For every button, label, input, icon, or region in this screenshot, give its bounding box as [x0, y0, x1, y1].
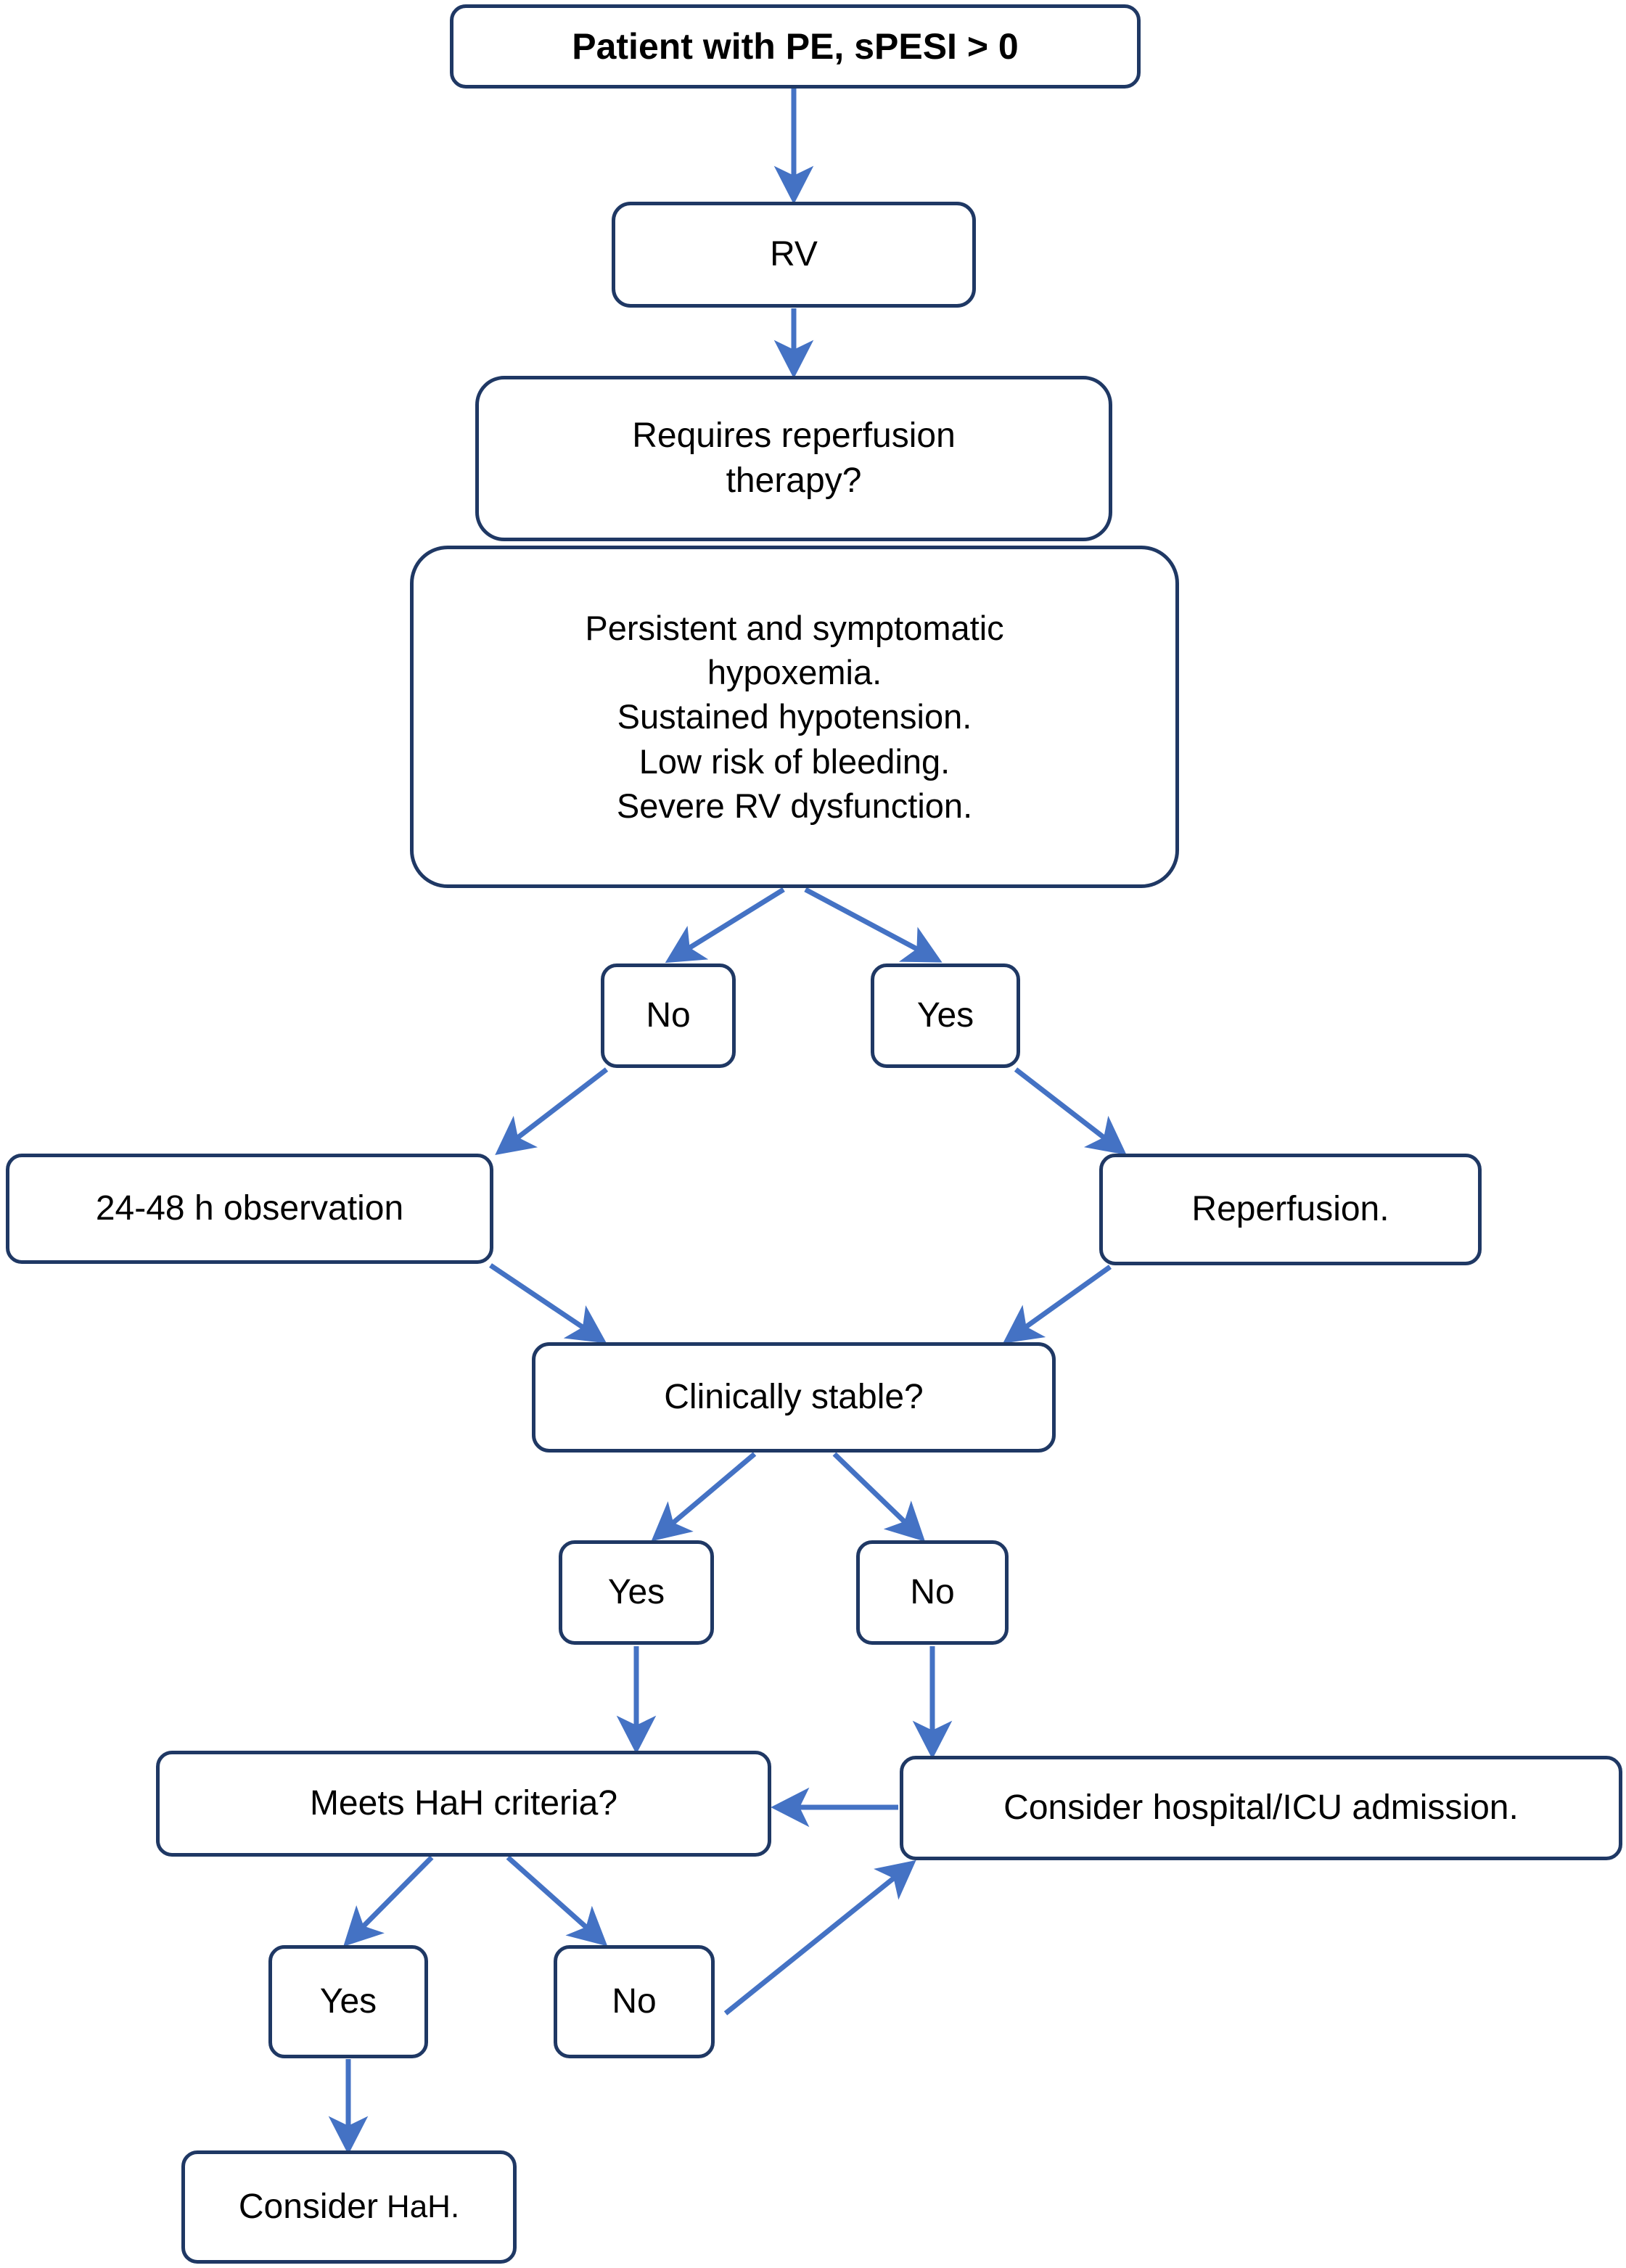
node-hah-no-label: No — [612, 1981, 657, 2021]
node-hah-criteria-label: Meets HaH criteria? — [309, 1783, 618, 1823]
node-hah-no[interactable]: No — [554, 1945, 715, 2058]
node-consider-hah-label-primary: Consider — [238, 2187, 378, 2226]
node-requires-reperfusion-line2: therapy? — [726, 461, 862, 500]
node-rv-label: RV — [770, 234, 818, 274]
node-consider-hah-label-secondary: HaH. — [386, 2189, 460, 2225]
node-hah-yes[interactable]: Yes — [268, 1945, 428, 2058]
node-reperfusion-yes[interactable]: Yes — [871, 964, 1020, 1068]
node-clinically-stable-label: Clinically stable? — [664, 1377, 924, 1416]
node-hospital-admission-label: Consider hospital/ICU admission. — [1003, 1788, 1519, 1827]
node-stable-no[interactable]: No — [856, 1540, 1009, 1645]
node-reperfusion-label: Reperfusion. — [1191, 1189, 1389, 1228]
node-clinically-stable[interactable]: Clinically stable? — [532, 1342, 1056, 1453]
node-reperfusion[interactable]: Reperfusion. — [1099, 1154, 1482, 1265]
edge-hahcriteria-to-yes — [343, 1855, 434, 1947]
node-criteria-line3: Sustained hypotension. — [617, 697, 972, 736]
node-requires-reperfusion-line1: Requires reperfusion — [632, 416, 956, 455]
node-criteria-line1: Persistent and symptomatic — [585, 609, 1004, 648]
node-hah-yes-label: Yes — [319, 1981, 377, 2021]
node-reperfusion-yes-label: Yes — [916, 995, 974, 1035]
node-criteria[interactable]: Persistent and symptomatic hypoxemia. Su… — [410, 546, 1179, 888]
edge-criteria-to-yes — [804, 887, 943, 963]
node-criteria-line4: Low risk of bleeding. — [639, 741, 950, 781]
node-start-label: Patient with PE, sPESI > 0 — [572, 25, 1019, 67]
edge-hahcriteria-to-no — [506, 1855, 608, 1947]
node-criteria-line2: hypoxemia. — [707, 653, 882, 692]
edge-reperfusion-to-stable — [1003, 1265, 1112, 1344]
node-criteria-line5: Severe RV dysfunction. — [616, 786, 973, 825]
node-hah-criteria[interactable]: Meets HaH criteria? — [156, 1751, 771, 1857]
node-reperfusion-no-label: No — [646, 995, 691, 1035]
node-stable-yes[interactable]: Yes — [559, 1540, 714, 1645]
edge-no-to-observation — [495, 1067, 609, 1155]
node-reperfusion-no[interactable]: No — [601, 964, 736, 1068]
node-hospital-admission[interactable]: Consider hospital/ICU admission. — [900, 1756, 1622, 1860]
edge-yes-to-reperfusion — [1014, 1067, 1127, 1155]
node-stable-no-label: No — [910, 1572, 955, 1611]
node-rv[interactable]: RV — [612, 202, 976, 308]
node-stable-yes-label: Yes — [607, 1572, 665, 1611]
node-requires-reperfusion[interactable]: Requires reperfusion therapy? — [475, 376, 1112, 541]
edge-criteria-to-no — [665, 887, 785, 964]
node-start[interactable]: Patient with PE, sPESI > 0 — [450, 4, 1141, 89]
edge-stable-to-yes — [651, 1452, 757, 1542]
edge-observation-to-stable — [489, 1263, 607, 1344]
edge-hahno-to-hospital — [723, 1860, 916, 2016]
node-observation[interactable]: 24-48 h observation — [6, 1154, 493, 1264]
node-consider-hah[interactable]: Consider HaH. — [181, 2150, 517, 2264]
edge-stable-to-no — [832, 1452, 926, 1542]
node-observation-label: 24-48 h observation — [95, 1188, 404, 1228]
